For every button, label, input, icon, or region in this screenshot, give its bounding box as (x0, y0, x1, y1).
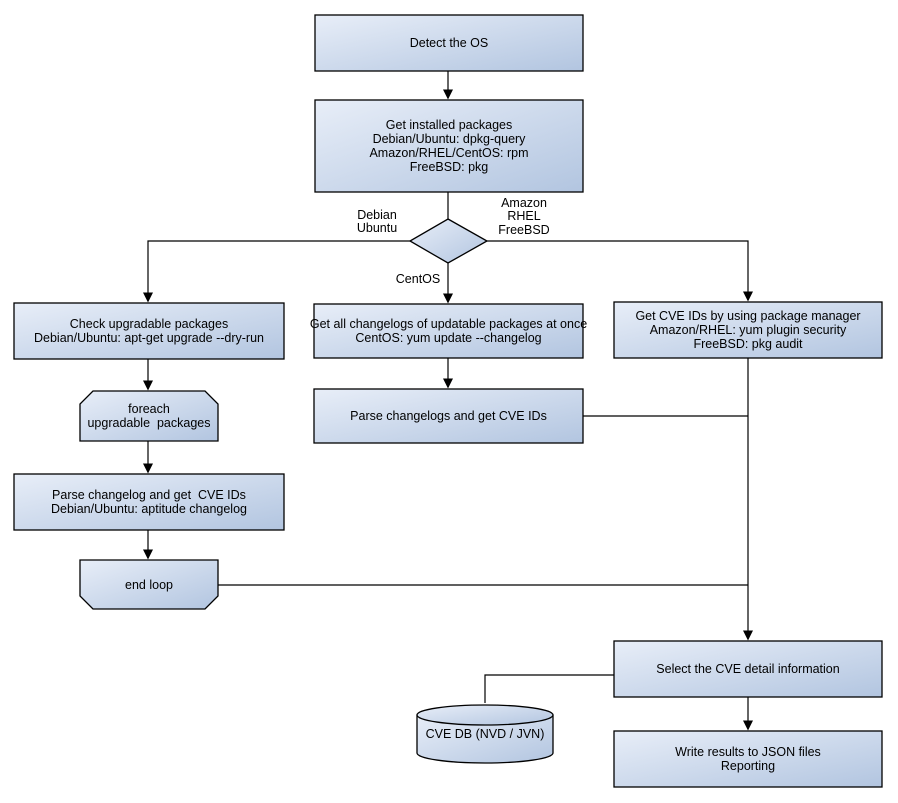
node-get-installed-packages (314, 99, 584, 193)
node-check-upgradable (13, 302, 285, 360)
node-end-loop (79, 559, 219, 610)
node-parse-changelogs-centos (313, 388, 584, 444)
node-parse-changelog-debian (13, 473, 285, 531)
node-foreach-loop (79, 390, 219, 442)
node-get-all-changelogs (313, 303, 584, 359)
connector-cvedb-to-select (484, 674, 614, 703)
node-os-decision-diamond (408, 218, 489, 264)
node-detect-os (314, 14, 584, 72)
connector-decision-to-get-cve-ids (487, 240, 753, 302)
node-get-cve-ids-pkg-manager (613, 301, 883, 359)
node-cve-db-cylinder-body (416, 715, 554, 764)
node-write-results (613, 730, 883, 788)
connector-layer (143, 71, 753, 731)
node-cve-db-cylinder-top (416, 704, 554, 726)
node-select-cve-detail (613, 640, 883, 698)
connector-decision-to-check-upgradable (143, 240, 410, 303)
